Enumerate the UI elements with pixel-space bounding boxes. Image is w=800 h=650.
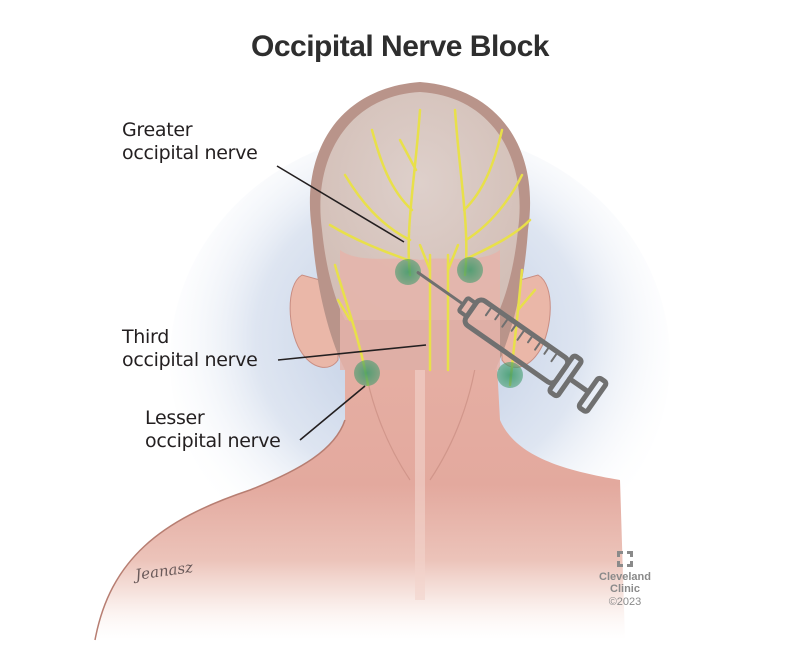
label-greater-occipital-nerve: Greater occipital nerve bbox=[122, 119, 258, 165]
label-third-occipital-nerve: Third occipital nerve bbox=[122, 326, 258, 372]
syringe-icon bbox=[416, 271, 609, 414]
credit-line2: Clinic bbox=[610, 583, 640, 595]
label-lesser-line2: occipital nerve bbox=[145, 430, 281, 452]
label-greater-line1: Greater bbox=[122, 119, 193, 141]
label-third-line2: occipital nerve bbox=[122, 349, 258, 371]
page-title: Occipital Nerve Block bbox=[251, 30, 549, 63]
credit-line1: Cleveland bbox=[599, 571, 651, 583]
label-lesser-occipital-nerve: Lesser occipital nerve bbox=[145, 407, 281, 453]
cleveland-clinic-credit: Cleveland Clinic ©2023 bbox=[590, 549, 660, 609]
label-lesser-line1: Lesser bbox=[145, 407, 205, 429]
credit-year: ©2023 bbox=[608, 596, 642, 608]
label-third-line1: Third bbox=[122, 326, 169, 348]
label-greater-line2: occipital nerve bbox=[122, 142, 258, 164]
cleveland-clinic-logo-icon bbox=[615, 549, 635, 569]
